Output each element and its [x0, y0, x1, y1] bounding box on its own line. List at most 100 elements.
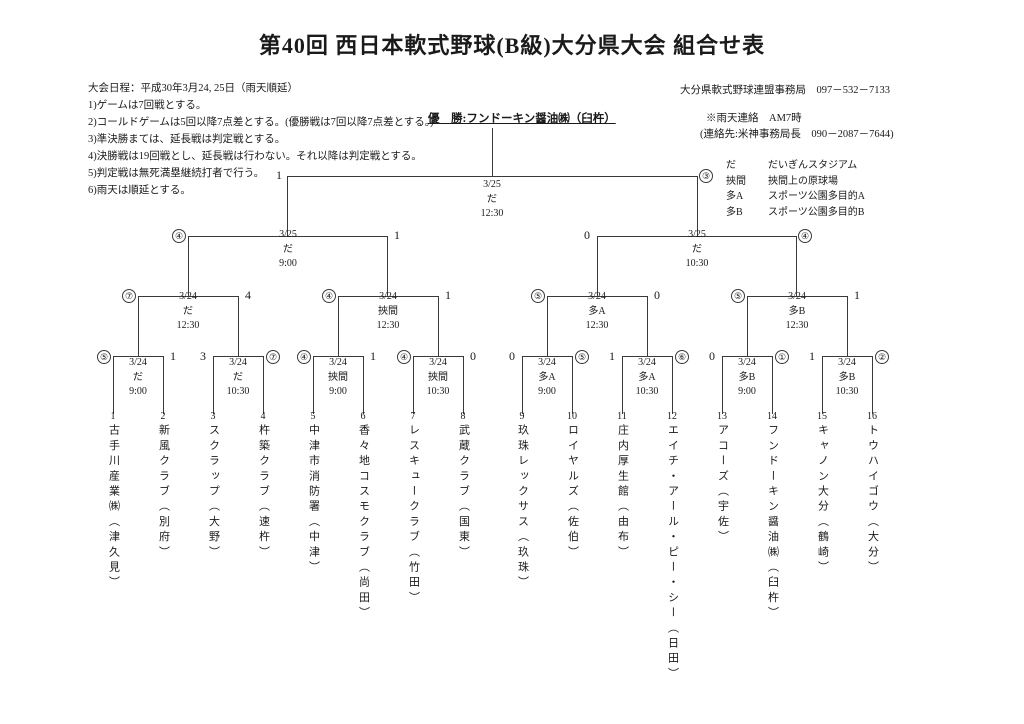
match-quarterfinal-4[interactable]: 3/24 多B 12:30: [757, 290, 837, 334]
team-number: 1: [110, 411, 116, 422]
team-entry[interactable]: 9 玖珠レックサス（玖珠）: [511, 412, 533, 592]
team-entry[interactable]: 1 古手川産業㈱（津久見）: [102, 411, 124, 592]
bracket-line-semi-right-a: [597, 236, 598, 296]
team-name: 新風クラブ（別府）: [157, 424, 170, 561]
match-date: 3/25: [483, 179, 501, 190]
match-round1-7[interactable]: 3/24 多B 9:00: [707, 356, 787, 400]
match-quarterfinal-1[interactable]: 3/24 だ 12:30: [148, 290, 228, 334]
match-round1-8[interactable]: 3/24 多B 10:30: [807, 356, 887, 400]
legend-abbr: 多A: [726, 191, 744, 202]
team-name: アコーズ（宇佐）: [716, 424, 729, 546]
match-round1-1[interactable]: 3/24 だ 9:00: [98, 356, 178, 400]
team-entry[interactable]: 16 トウハイゴウ（大分）: [861, 412, 883, 577]
bracket-line-qf4: [747, 296, 847, 297]
team-entry[interactable]: 10 ロイヤルズ（佐伯）: [561, 412, 583, 561]
score-r1-7-left: 0: [709, 349, 715, 363]
team-entry[interactable]: 6 香々地コスモクラブ（尚田）: [352, 412, 374, 622]
match-date: 3/24: [788, 291, 806, 302]
bracket-line-r1-4-b: [463, 356, 464, 414]
team-name: フンドーキン醤油㈱（臼杵）: [766, 424, 779, 622]
match-venue: 挾間: [328, 371, 348, 383]
team-entry[interactable]: 7 レスキュークラブ（竹田）: [402, 411, 424, 607]
note-line: 3)準決勝まては、延長戦は判定戦とする。: [88, 134, 286, 145]
team-entry[interactable]: 12 エイチ・アール・ピー・シー（日田）: [661, 412, 683, 683]
seed-r1-3-left: ④: [297, 350, 311, 364]
match-venue: 多B: [788, 305, 806, 317]
team-entry[interactable]: 2 新風クラブ（別府）: [152, 412, 174, 561]
bracket-line-qf2: [338, 296, 438, 297]
score-r1-3-right: 1: [370, 349, 376, 363]
bracket-line-r1-2-a: [213, 356, 214, 414]
bracket-line-qf4-a: [747, 296, 748, 356]
bracket-line-r1-3-b: [363, 356, 364, 414]
seed-qf3-left: ⑤: [531, 289, 545, 303]
match-semifinal-right[interactable]: 3/25 だ 10:30: [657, 228, 737, 272]
match-time: 9:00: [279, 258, 297, 269]
score-r1-1-right: 1: [170, 349, 176, 363]
note-line: 大会日程：平成30年3月24, 25日（雨天順延）: [88, 83, 298, 94]
match-date: 3/24: [329, 357, 347, 368]
bracket-line-final-stem: [492, 128, 493, 176]
team-entry[interactable]: 14 フンドーキン醤油㈱（臼杵）: [761, 412, 783, 622]
bracket-line-r1-4: [413, 356, 463, 357]
score-r1-5-left: 0: [509, 349, 515, 363]
match-quarterfinal-3[interactable]: 3/24 多A 12:30: [557, 290, 637, 334]
seed-qf2-left: ④: [322, 289, 336, 303]
team-entry[interactable]: 4 杵築クラブ（速杵）: [252, 412, 274, 561]
team-number: 2: [160, 411, 166, 422]
team-entry[interactable]: 8 武蔵クラブ（国東）: [452, 412, 474, 561]
bracket-line-r1-8-b: [872, 356, 873, 414]
match-date: 3/24: [229, 357, 247, 368]
match-round1-6[interactable]: 3/24 多A 10:30: [607, 356, 687, 400]
team-entry[interactable]: 11 庄内厚生館（由布）: [611, 412, 633, 561]
bracket-line-qf1-a: [138, 296, 139, 356]
match-round1-4[interactable]: 3/24 挾間 10:30: [398, 356, 478, 400]
bracket-line-qf1: [138, 296, 238, 297]
team-entry[interactable]: 5 中津市消防署（中津）: [302, 412, 324, 577]
match-date: 3/25: [279, 229, 297, 240]
bracket-line-r1-5-b: [572, 356, 573, 414]
team-number: 10: [567, 411, 577, 422]
match-venue: だ: [283, 243, 293, 255]
seed-semifinal-left-left: ④: [172, 229, 186, 243]
team-entry[interactable]: 3 スクラップ（大野）: [202, 412, 224, 561]
score-qf2-right: 1: [445, 288, 451, 302]
match-semifinal-left[interactable]: 3/25 だ 9:00: [248, 228, 328, 272]
score-r1-2-left: 3: [200, 349, 206, 363]
match-round1-3[interactable]: 3/24 挾間 9:00: [298, 356, 378, 400]
match-date: 3/24: [179, 291, 197, 302]
match-time: 10:30: [635, 386, 659, 397]
match-round1-5[interactable]: 3/24 多A 9:00: [507, 356, 587, 400]
team-name: 杵築クラブ（速杵）: [257, 424, 270, 561]
seed-qf1-left: ⑦: [122, 289, 136, 303]
match-date: 3/24: [379, 291, 397, 302]
team-name: トウハイゴウ（大分）: [866, 424, 879, 576]
score-semifinal-right-left: 0: [584, 228, 590, 242]
match-round1-2[interactable]: 3/24 だ 10:30: [198, 356, 278, 400]
match-quarterfinal-2[interactable]: 3/24 挾間 12:30: [348, 290, 428, 334]
legend-row: 多B スポーツ公園多目的B: [726, 205, 865, 221]
match-time: 9:00: [538, 386, 556, 397]
seed-qf4-left: ⑤: [731, 289, 745, 303]
team-name: 武蔵クラブ（国東）: [457, 424, 470, 561]
team-entry[interactable]: 15 キャノン大分（鶴崎）: [811, 412, 833, 577]
team-number: 7: [410, 411, 416, 422]
match-date: 3/24: [538, 357, 556, 368]
team-entry[interactable]: 13 アコーズ（宇佐）: [711, 412, 733, 546]
score-r1-4-right: 0: [470, 349, 476, 363]
score-qf1-right: 4: [245, 288, 251, 302]
bracket-line-final-left: [287, 176, 288, 236]
match-final[interactable]: 3/25 だ 12:30: [452, 178, 532, 222]
bracket-line-r1-3: [313, 356, 363, 357]
match-venue: 多A: [638, 371, 656, 383]
bracket-line-r1-5-a: [522, 356, 523, 414]
team-name: 中津市消防署（中津）: [307, 424, 320, 576]
legend-name: スポーツ公園多目的A: [768, 191, 866, 202]
rain-contact-phone: (連絡先:米神事務局長 090－2087－7644): [700, 129, 894, 140]
score-r1-8-left: 1: [809, 349, 815, 363]
federation-office-contact: 大分県軟式野球連盟事務局 097－532－7133: [680, 85, 890, 96]
bracket-line-qf2-b: [438, 296, 439, 356]
team-name: 古手川産業㈱（津久見）: [107, 424, 120, 592]
match-venue: 多A: [538, 371, 556, 383]
bracket-line-final-right: [697, 176, 698, 236]
